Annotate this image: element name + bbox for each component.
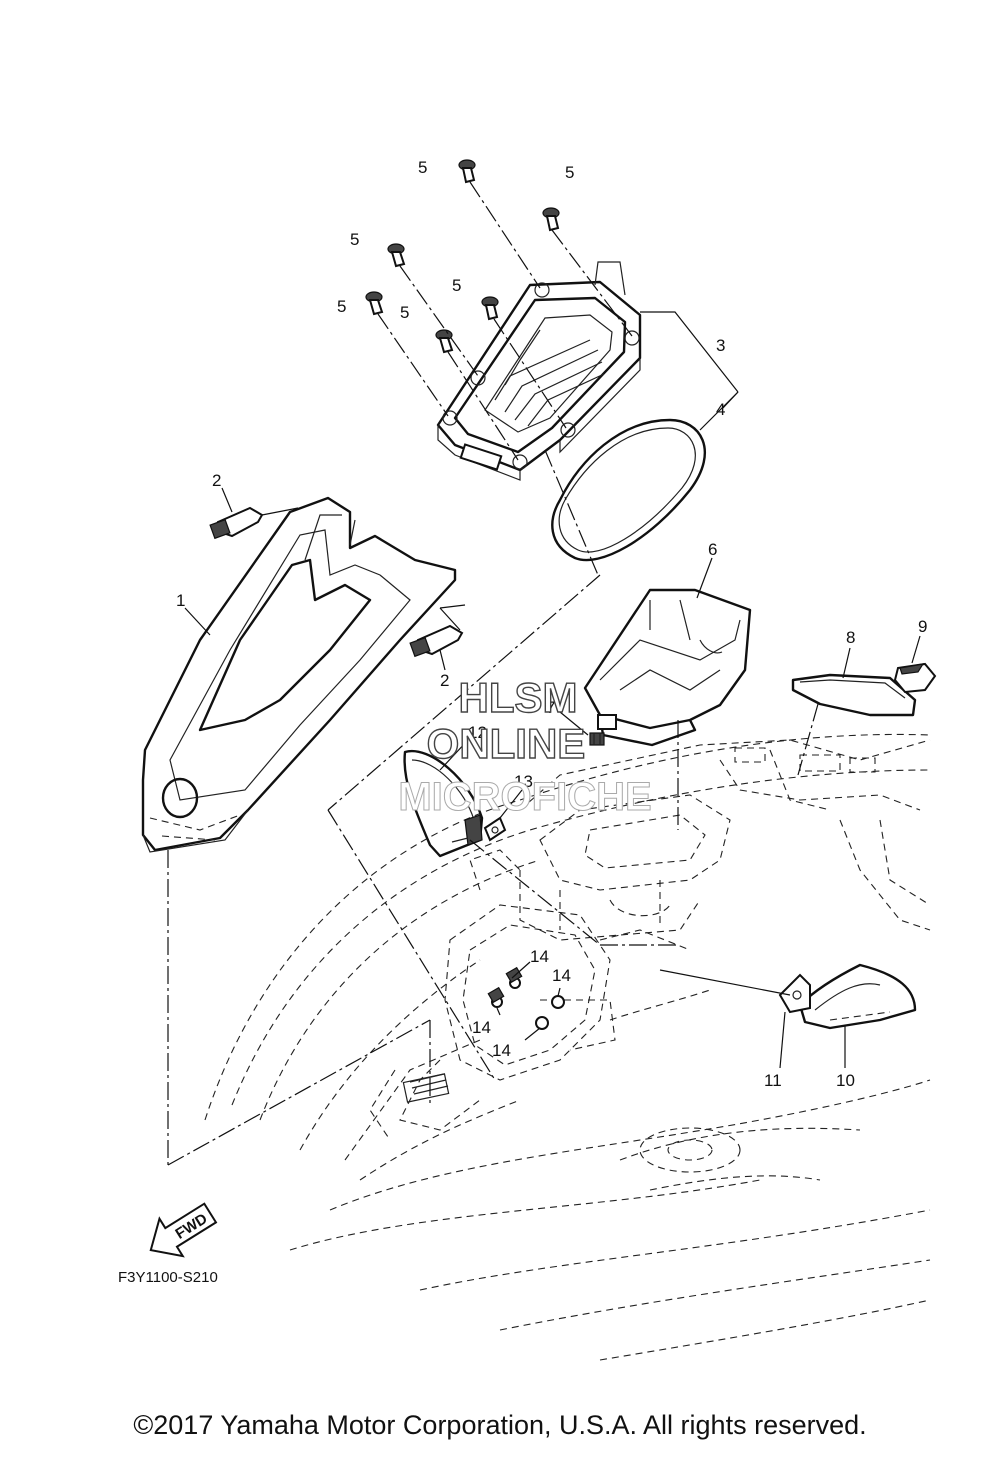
clip-lower xyxy=(409,624,464,658)
callout-9: 9 xyxy=(918,617,927,636)
bolt-b xyxy=(542,207,560,232)
side-cover-right xyxy=(798,963,917,1030)
lid xyxy=(791,673,917,717)
grommets-14 xyxy=(487,966,565,1030)
front-cover xyxy=(141,496,457,853)
fastener-7 xyxy=(589,732,605,746)
gasket-11 xyxy=(778,973,811,1014)
hatch-seal xyxy=(551,418,707,562)
side-cover-left xyxy=(403,749,484,858)
watermark: HLSM ONLINE MICROFICHE xyxy=(398,673,652,819)
fwd-arrow: FWD xyxy=(149,1202,218,1258)
watermark-line-1: HLSM xyxy=(459,674,578,721)
callout-5-c: 5 xyxy=(350,230,359,249)
callout-4: 4 xyxy=(716,400,725,419)
hull-deck xyxy=(204,733,931,1361)
bolt-e xyxy=(481,296,499,321)
bolt-c xyxy=(387,243,406,268)
callout-12: 12 xyxy=(468,723,487,742)
callout-7: 7 xyxy=(546,698,555,717)
callout-11: 11 xyxy=(764,1071,782,1090)
watermark-line-2: ONLINE xyxy=(427,720,586,767)
clip-upper xyxy=(209,506,264,540)
callout-10: 10 xyxy=(836,1071,855,1090)
callout-5-b: 5 xyxy=(565,163,574,182)
callout-2-lower: 2 xyxy=(440,671,449,690)
inner-cover xyxy=(583,588,752,747)
grommet-13 xyxy=(483,816,507,842)
callout-14-a: 14 xyxy=(530,947,549,966)
watermark-line-3: MICROFICHE xyxy=(398,775,651,819)
callout-1: 1 xyxy=(176,591,185,610)
callout-5-e: 5 xyxy=(452,276,461,295)
bolts xyxy=(365,159,560,354)
latch xyxy=(893,662,937,694)
callout-8: 8 xyxy=(846,628,855,647)
bolt-f xyxy=(435,329,454,354)
footwell-grip xyxy=(402,1073,450,1103)
callout-14-d: 14 xyxy=(492,1041,511,1060)
copyright-notice: ©2017 Yamaha Motor Corporation, U.S.A. A… xyxy=(133,1410,867,1440)
callout-2-upper: 2 xyxy=(212,471,221,490)
figure-code: F3Y1100-S210 xyxy=(118,1269,218,1286)
callout-5-f: 5 xyxy=(400,303,409,322)
callout-5-d: 5 xyxy=(337,297,346,316)
hatch-frame xyxy=(436,261,642,481)
callout-3: 3 xyxy=(716,336,725,355)
bolt-a xyxy=(458,159,476,184)
callout-6: 6 xyxy=(708,540,717,559)
callout-14-b: 14 xyxy=(552,966,571,985)
bolt-d xyxy=(365,291,384,316)
leader-lines xyxy=(167,181,921,1166)
callout-5-a: 5 xyxy=(418,158,427,177)
callout-numbers: 1 2 2 3 4 5 5 5 5 5 5 6 7 8 9 10 11 12 1… xyxy=(176,158,927,1090)
callout-14-c: 14 xyxy=(472,1018,491,1037)
callout-13: 13 xyxy=(514,772,533,791)
